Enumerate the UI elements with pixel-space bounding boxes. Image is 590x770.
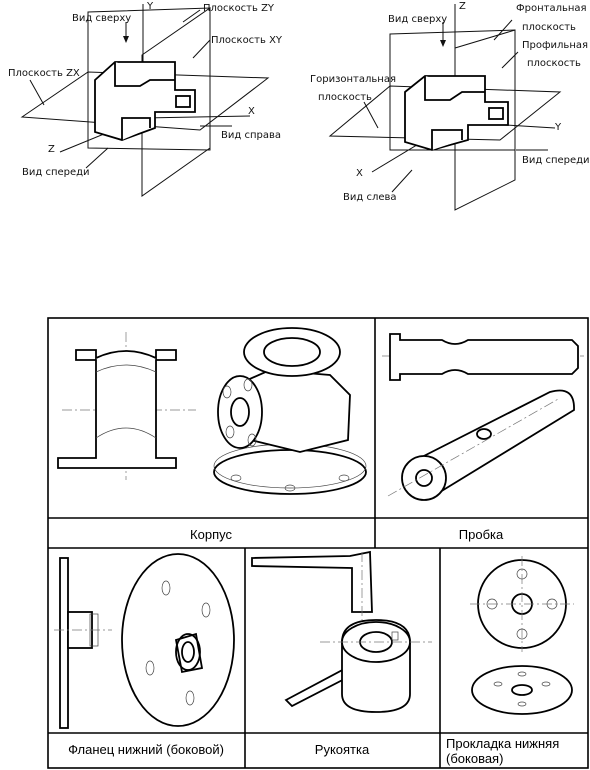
caption-prokladka-line2: (боковая) [446,751,503,766]
right-object-step [424,76,485,101]
right-label-axis-y: Y [554,122,562,133]
part-probka-drawing [382,333,584,501]
left-plane-zy [87,7,211,151]
part-rukoyatka-drawing [251,550,432,713]
part-prokladka-drawing [470,556,574,715]
left-object-step [114,62,175,87]
left-label-side-view: Вид справа [221,130,281,141]
left-label-plane-zy: Плоскость ZY [203,3,275,14]
left-plane-xy [141,7,211,197]
right-label-left-view: Вид слева [343,192,397,203]
left-label-plane-xy: Плоскость XY [211,35,283,46]
right-object-tab [488,107,504,120]
right-object-slot [431,129,463,150]
left-projection-diagram: Вид сверху Y Плоскость ZY Плоскость XY П… [8,1,283,197]
right-label-front-view: Вид спереди [522,155,590,166]
right-label-frontal-1: Фронтальная [516,3,587,14]
right-label-axis-z: Z [459,1,466,12]
left-label-axis-z: Z [48,144,55,155]
left-label-axis-x: X [248,106,255,117]
caption-korpus: Корпус [190,527,232,542]
left-label-top-view: Вид сверху [72,13,131,24]
right-left-view-arrow [391,169,413,193]
left-zx-leader [29,79,45,106]
left-axis-x-line [142,115,251,119]
caption-flanets: Фланец нижний (боковой) [68,742,224,757]
right-label-profile-1: Профильная [522,40,588,51]
right-label-horizontal-1: Горизонтальная [310,74,396,85]
right-label-top-view: Вид сверху [388,14,447,25]
parts-table-frame [47,317,589,769]
caption-rukoyatka: Рукоятка [315,742,370,757]
right-label-horizontal-2: плоскость [318,92,372,103]
left-object-tab [175,95,191,108]
right-profile-plane [454,29,516,211]
part-flanets-drawing [54,553,235,729]
right-label-profile-2: плоскость [527,58,581,69]
left-object-slot [121,117,151,140]
left-label-axis-y: Y [146,1,154,12]
left-label-plane-zx: Плоскость ZX [8,68,80,79]
right-label-frontal-2: плоскость [522,22,576,33]
caption-prokladka-line1: Прокладка нижняя [446,736,559,751]
left-front-view-arrow [85,147,109,169]
right-projection-diagram: Вид сверху Z Фронтальная плоскость Профи… [310,1,590,211]
right-label-axis-x: X [356,168,363,179]
right-frontal-leader [493,19,513,41]
left-zy-leader [182,9,201,23]
part-korpus-drawing [57,327,367,495]
left-label-front-view: Вид спереди [22,167,90,178]
right-profile-leader [501,51,519,69]
caption-probka: Пробка [459,527,504,542]
left-xy-leader [192,39,211,59]
parts-table: Корпус Пробка Фланец нижний (боковой) Ру… [47,317,589,769]
right-horizontal-leader [363,101,379,129]
left-top-view-arrowhead [123,36,129,43]
right-top-view-arrowhead [440,40,446,47]
